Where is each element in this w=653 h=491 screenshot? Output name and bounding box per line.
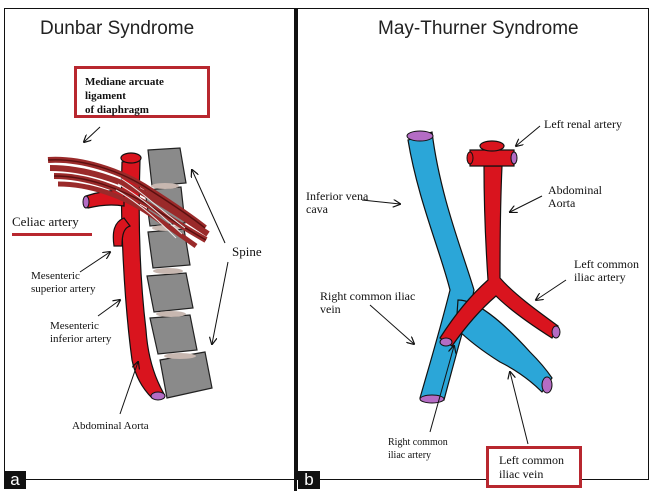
abdominal-aorta-label-b: Abdominal Aorta <box>548 184 602 210</box>
vertebra <box>148 148 186 186</box>
abdominal-aorta-label-a: Abdominal Aorta <box>72 420 149 433</box>
mesenteric-superior-label: Mesenteric superior artery <box>31 270 95 296</box>
left-common-iliac-artery-label: Left common iliac artery <box>574 258 639 284</box>
right-common-iliac-artery-label: Right common iliac artery <box>388 436 448 462</box>
spine-label: Spine <box>232 245 262 258</box>
panel-a-title: Dunbar Syndrome <box>40 18 194 40</box>
inferior-vena-cava-label: Inferior vena cava <box>306 190 368 216</box>
vertebra <box>147 273 193 312</box>
celiac-underline <box>12 233 92 236</box>
vertebra <box>160 352 212 398</box>
left-renal-artery-vessel <box>470 150 514 166</box>
vertebra <box>150 315 197 354</box>
arcuate-ligament-label: Mediane arcuate ligament of diaphragm <box>74 66 210 118</box>
left-common-iliac-vein-label: Left common iliac vein <box>486 446 582 488</box>
panel-b-title: May-Thurner Syndrome <box>378 18 579 40</box>
inferior-vena-cava <box>408 132 474 400</box>
left-renal-artery-label: Left renal artery <box>544 118 622 131</box>
celiac-artery-label: Celiac artery <box>12 214 79 230</box>
right-common-iliac-vein-label: Right common iliac vein <box>320 290 415 316</box>
panel-b-letter: b <box>298 471 320 489</box>
mesenteric-inferior-label: Mesenteric inferior artery <box>50 320 111 346</box>
panel-a-letter: a <box>4 471 26 489</box>
